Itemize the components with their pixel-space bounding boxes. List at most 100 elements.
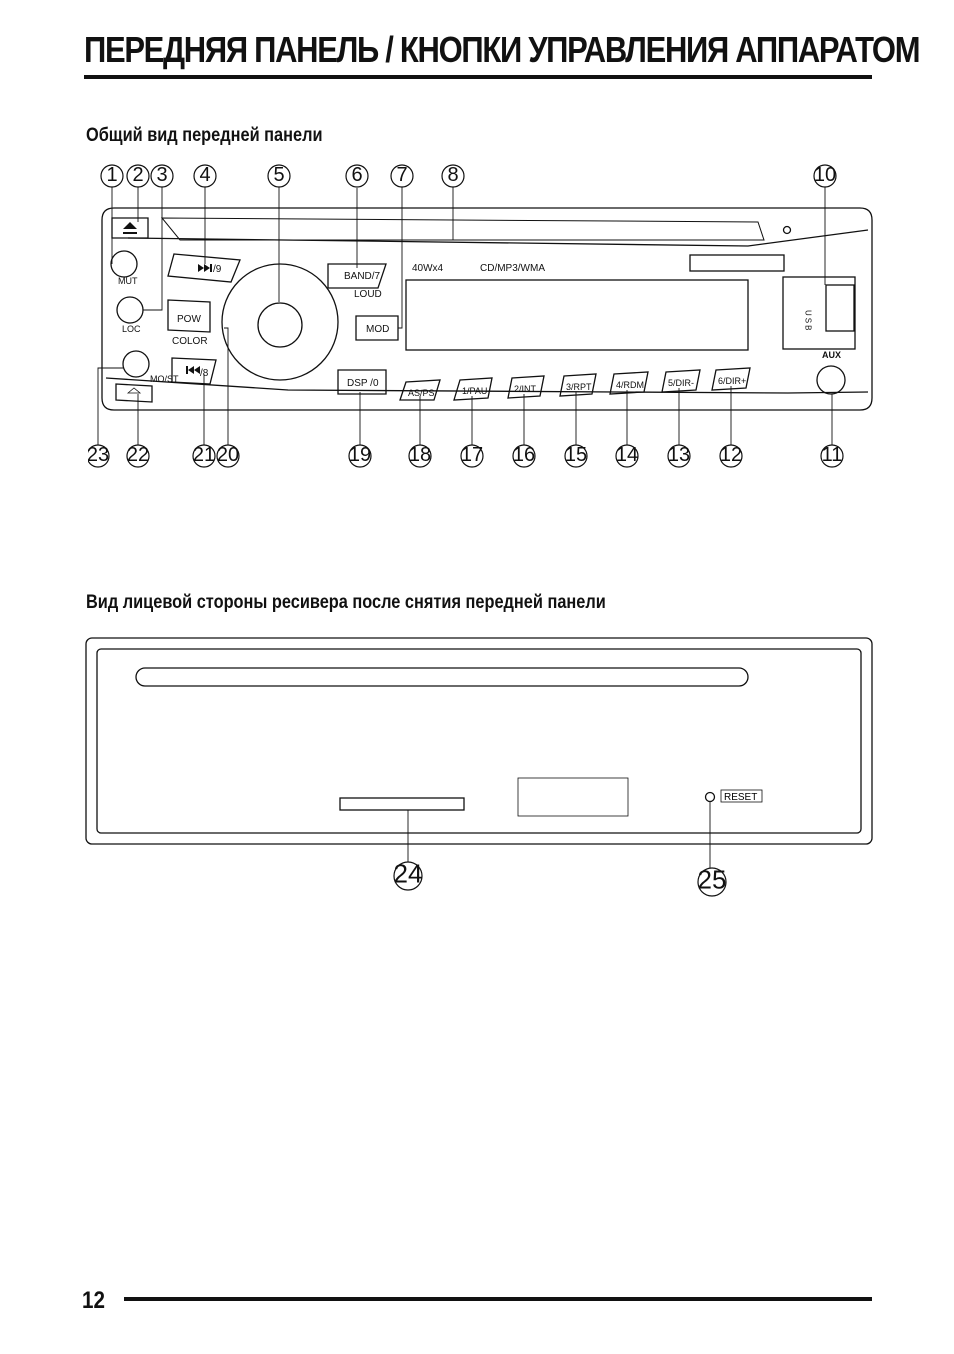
preset-button-3rpt: [559, 373, 597, 397]
preset-button-1pau: [453, 377, 493, 401]
callout-2: 2: [126, 164, 150, 188]
usb-frame: [782, 276, 856, 350]
reset-hole: [704, 791, 716, 803]
svg-text:14: 14: [616, 444, 638, 466]
preset-button-2int: [507, 375, 545, 399]
callout-17: 17: [460, 444, 484, 468]
preset-button-5dir-minus: [661, 369, 701, 393]
formats-label: CD/MP3/WMA: [480, 263, 545, 274]
loc-label: LOC: [122, 324, 141, 334]
svg-text:3: 3: [156, 164, 167, 186]
color-label: COLOR: [172, 336, 208, 347]
callout-24: 24: [393, 858, 423, 891]
mut-label: MUT: [118, 276, 138, 286]
title-rule: [84, 75, 872, 79]
page-number: 12: [82, 1287, 105, 1314]
callout-16: 16: [512, 444, 536, 468]
band-label: BAND/7: [344, 271, 381, 282]
svg-text:18: 18: [409, 444, 431, 466]
callout-6: 6: [345, 164, 369, 188]
svg-text:25: 25: [698, 864, 727, 894]
svg-text:6: 6: [351, 164, 362, 186]
svg-text:2: 2: [132, 164, 143, 186]
usb-port: [825, 284, 855, 332]
most-button: [122, 350, 150, 378]
reset-label-box: [720, 789, 763, 803]
next-button: [167, 253, 241, 283]
svg-text:16: 16: [513, 444, 535, 466]
mod-button: [355, 315, 399, 341]
ir-window: [517, 777, 629, 817]
panel-outline: [101, 207, 873, 411]
connector-slot: [339, 797, 465, 811]
preset-label-0: AS/PS: [408, 388, 435, 398]
svg-text:21: 21: [193, 444, 215, 466]
preset-label-3: 3/RPT: [566, 382, 592, 392]
callout-18: 18: [408, 444, 432, 468]
preset-label-2: 2/INT: [514, 384, 537, 394]
svg-text:23: 23: [88, 444, 109, 466]
svg-text:12: 12: [720, 444, 742, 466]
callout-13: 13: [667, 444, 691, 468]
callout-15: 15: [564, 444, 588, 468]
svg-text:15: 15: [565, 444, 587, 466]
svg-text:11: 11: [822, 444, 843, 466]
svg-text:10: 10: [814, 164, 836, 186]
preset-label-5: 5/DIR-: [668, 378, 694, 388]
callout-20: 20: [216, 444, 240, 468]
svg-text:17: 17: [461, 444, 483, 466]
next-label: /9: [213, 264, 222, 275]
callout-8: 8: [441, 164, 465, 188]
callout-23: 23: [88, 444, 110, 468]
mut-button: [110, 250, 138, 278]
svg-text:7: 7: [396, 164, 407, 186]
callout-4: 4: [193, 164, 217, 188]
receiver-outer-frame: [85, 637, 873, 845]
svg-text:20: 20: [217, 444, 239, 466]
callout-12: 12: [719, 444, 743, 468]
receiver-face-diagram: RESET 24 25: [85, 637, 873, 897]
svg-text:13: 13: [668, 444, 690, 466]
footer-rule: [124, 1297, 872, 1301]
prev-button: [171, 357, 217, 385]
loud-label: LOUD: [354, 289, 382, 300]
cd-slot: [160, 217, 765, 241]
callout-19: 19: [348, 444, 372, 468]
prev-label: /8: [200, 368, 209, 379]
svg-text:5: 5: [273, 164, 284, 186]
preset-label-4: 4/RDM: [616, 380, 644, 390]
dsp-label: DSP /0: [347, 378, 379, 389]
callout-14: 14: [615, 444, 639, 468]
svg-text:1: 1: [106, 164, 117, 186]
callout-10: 10: [813, 164, 837, 188]
callout-11: 11: [820, 444, 844, 468]
volume-knob: [221, 263, 339, 381]
svg-text:8: 8: [447, 164, 458, 186]
callout-3: 3: [150, 164, 174, 188]
skip-forward-icon: [198, 264, 212, 272]
svg-text:4: 4: [199, 164, 210, 186]
preset-button-asps: [399, 379, 441, 401]
power-rating-label: 40Wx4: [412, 263, 444, 274]
front-panel-diagram: MUT LOC MO/ST /9 /8 POW COLOR BAND/7 LOU…: [88, 164, 873, 468]
status-strip: [689, 254, 785, 272]
callout-5: 5: [267, 164, 291, 188]
section-heading-faceplate: Вид лицевой стороны ресивера после сняти…: [86, 592, 606, 613]
callout-1: 1: [100, 164, 124, 188]
svg-text:22: 22: [127, 444, 149, 466]
svg-text:24: 24: [394, 858, 423, 888]
pow-button: [167, 299, 211, 333]
section-heading-front-panel: Общий вид передней панели: [86, 125, 323, 146]
usb-label: USB: [804, 310, 813, 332]
display-window: [405, 279, 749, 351]
pow-label: POW: [177, 314, 201, 325]
page-title: ПЕРЕДНЯЯ ПАНЕЛЬ / КНОПКИ УПРАВЛЕНИЯ АППА…: [84, 29, 921, 70]
preset-label-6: 6/DIR+: [718, 376, 746, 386]
reset-label: RESET: [724, 792, 757, 803]
callout-21: 21: [192, 444, 216, 468]
band-button: [327, 263, 387, 289]
callout-25: 25: [697, 864, 727, 897]
disc-slot: [135, 667, 749, 687]
loc-button: [116, 296, 144, 324]
eject-icon-small: [126, 387, 142, 394]
